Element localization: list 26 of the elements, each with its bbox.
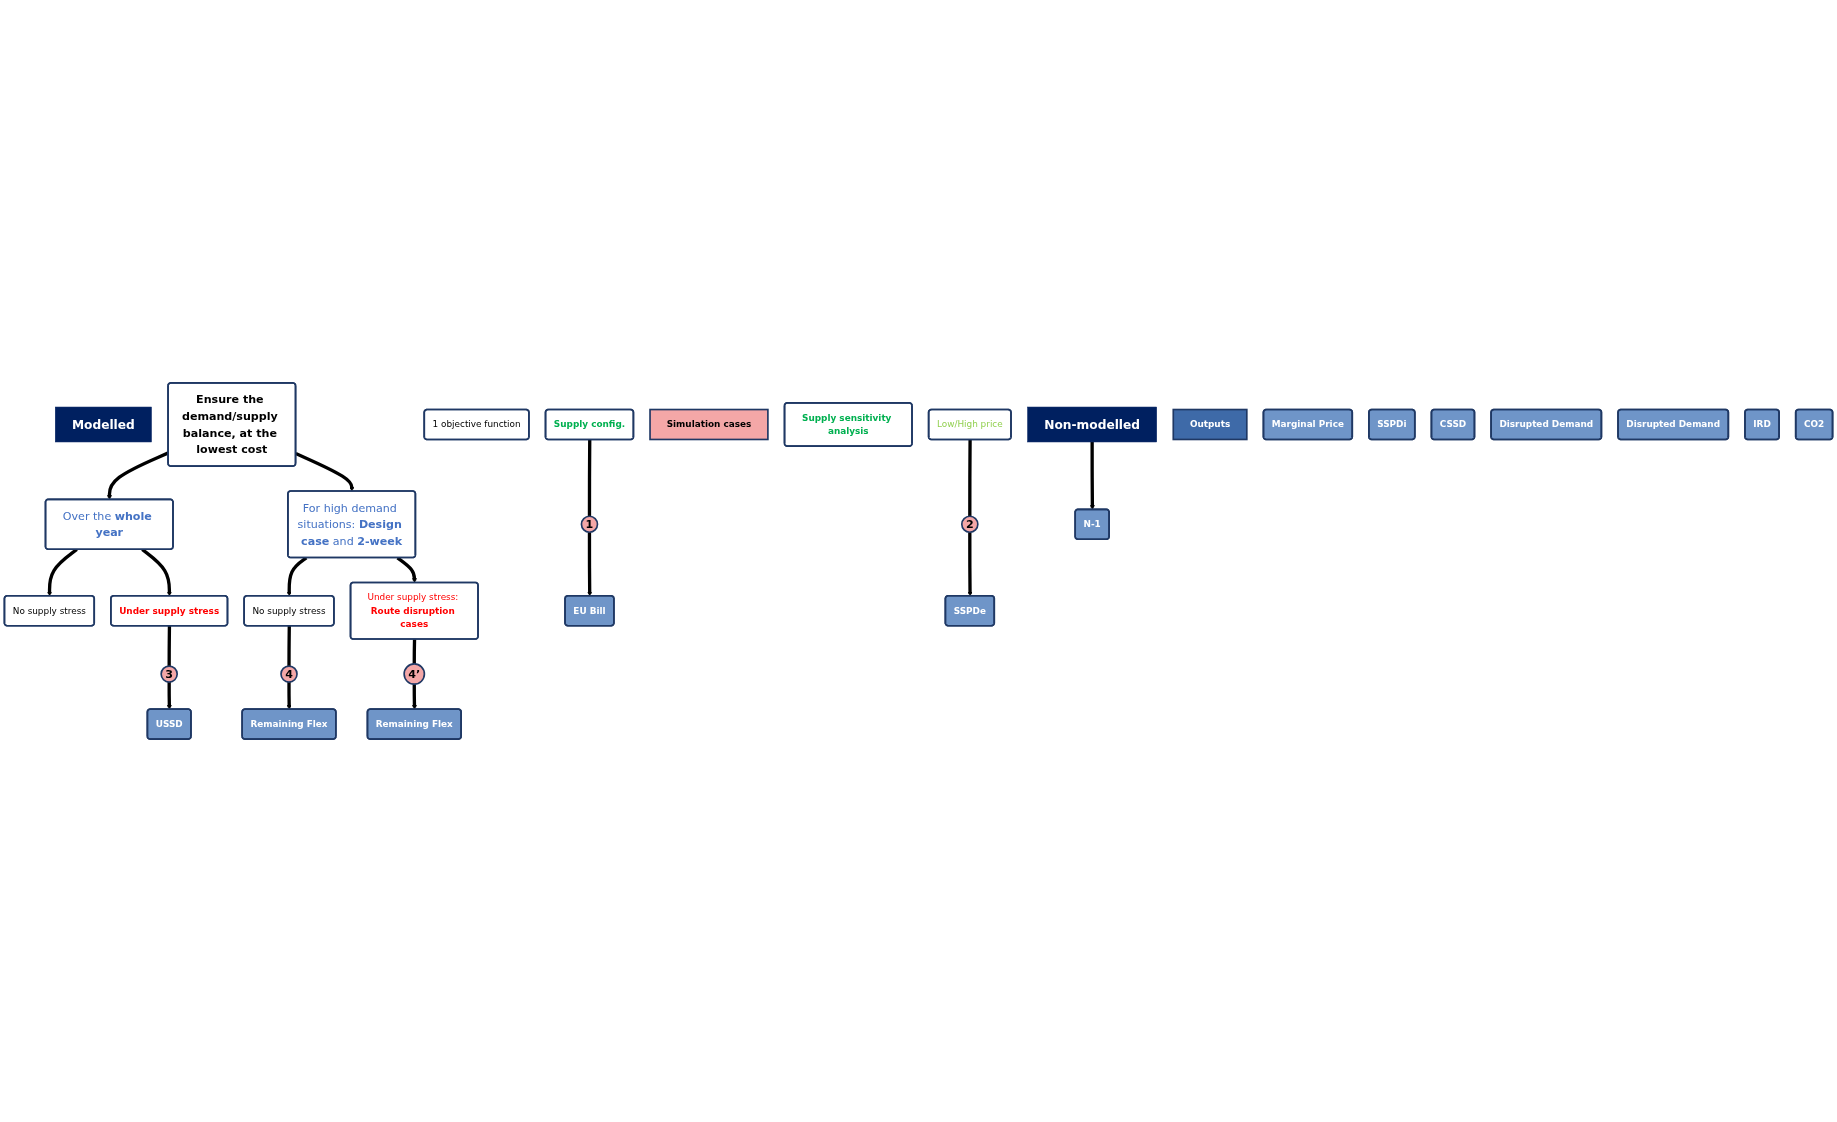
arrow <box>286 556 308 597</box>
node-box: Non-modelled <box>1027 406 1157 443</box>
node-box: Simulation cases <box>649 408 769 441</box>
arrow <box>295 452 355 492</box>
node-circle: 2 <box>960 515 979 534</box>
arrow <box>967 532 973 597</box>
arrow <box>286 682 292 710</box>
node-circle: 4’ <box>403 663 426 686</box>
arrow <box>412 684 417 710</box>
arrow <box>47 548 78 597</box>
connector <box>968 439 972 517</box>
arrow <box>166 682 172 710</box>
connector <box>587 439 592 517</box>
node-circle: 1 <box>580 515 599 534</box>
arrow <box>1089 441 1095 510</box>
arrow <box>141 548 172 597</box>
connector <box>412 639 417 664</box>
connector <box>167 625 172 667</box>
arrow <box>107 451 169 500</box>
node-box: Modelled <box>55 406 152 443</box>
arrow <box>396 556 417 583</box>
connector <box>287 625 291 667</box>
node-circle: 3 <box>160 665 178 683</box>
node-circle: 4 <box>280 665 298 683</box>
node-box: Outputs <box>1172 408 1248 441</box>
arrow <box>587 532 593 597</box>
